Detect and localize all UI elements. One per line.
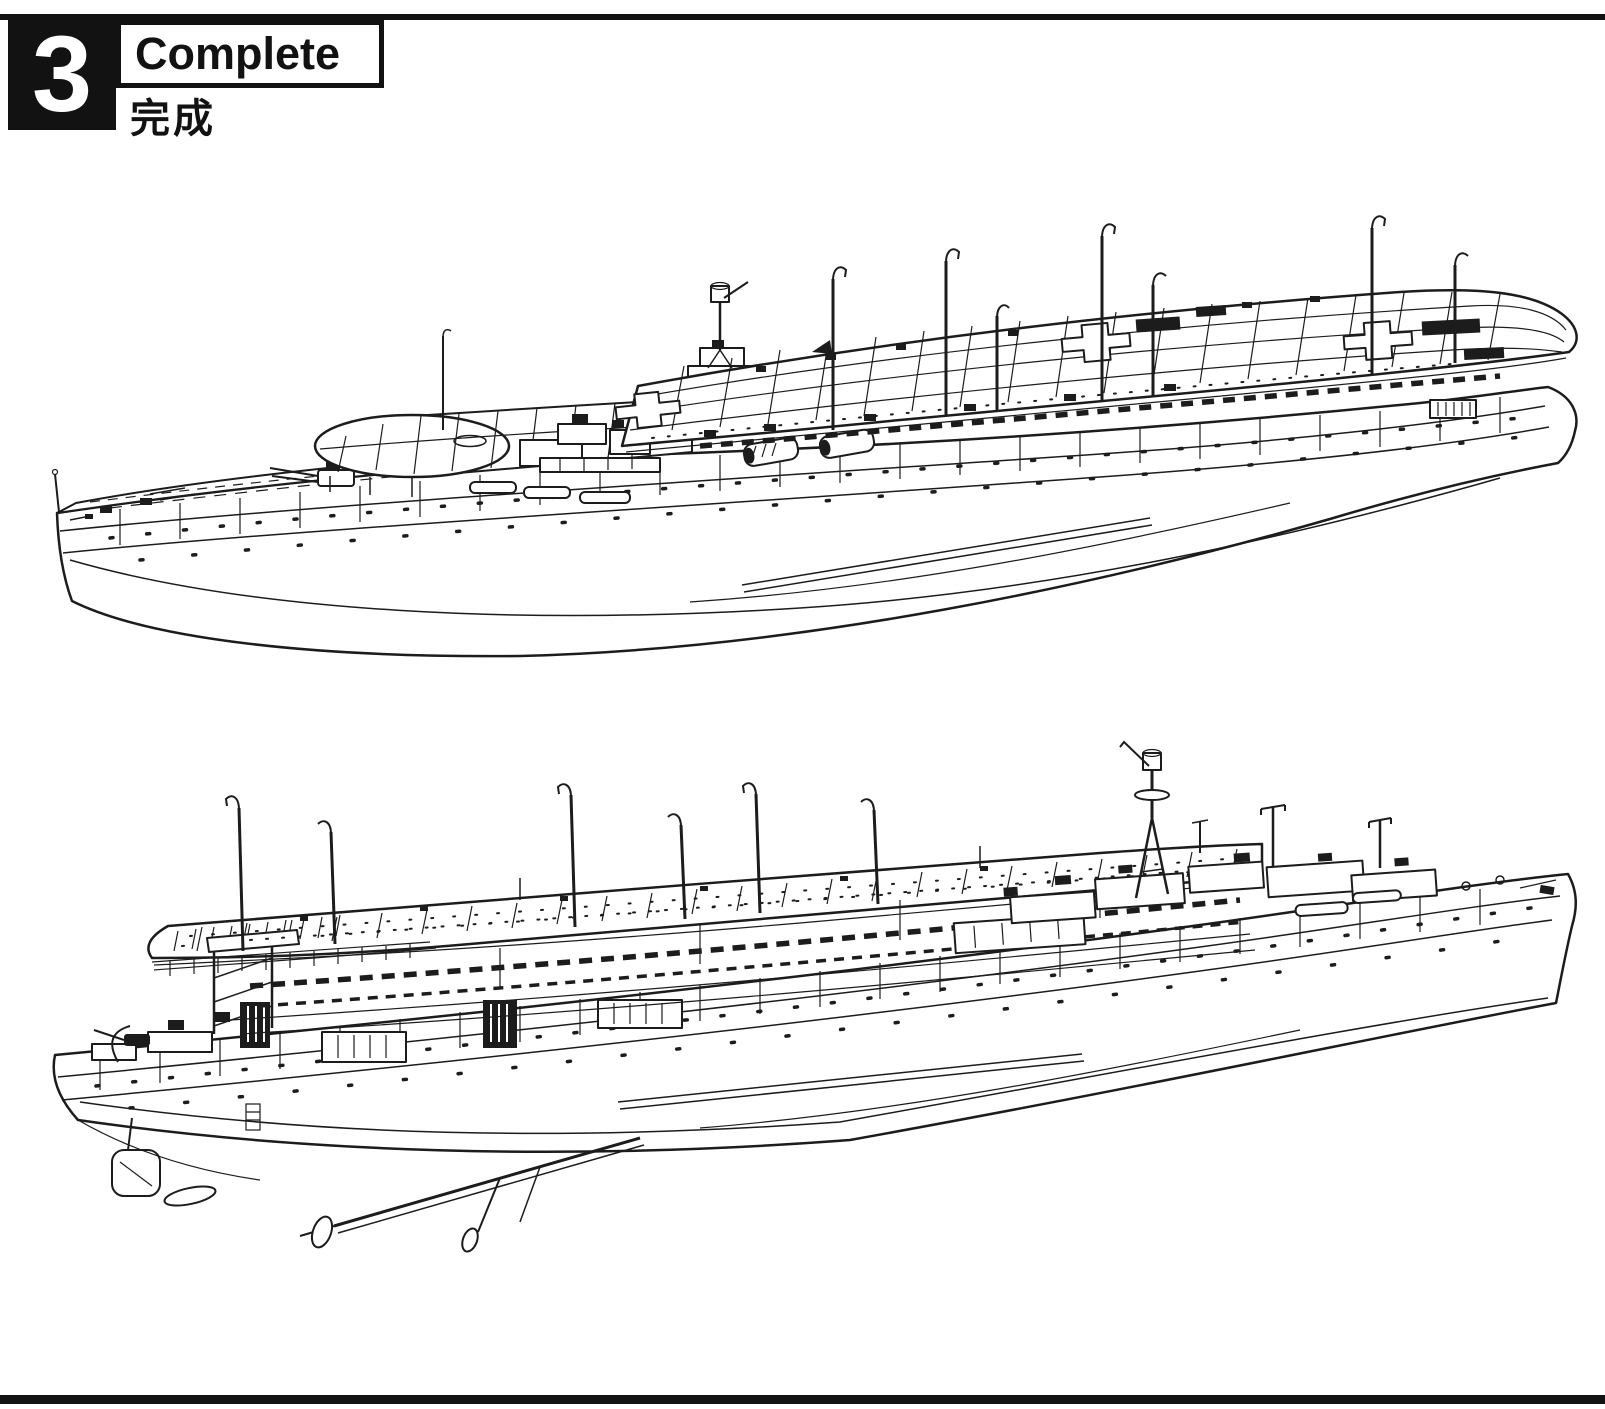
bottom-rule bbox=[0, 1395, 1605, 1404]
beacon-tower bbox=[707, 281, 749, 369]
hull-plate-ticks bbox=[119, 397, 1501, 545]
porthole-row-2 bbox=[128, 932, 1542, 1110]
mast-hooks bbox=[224, 782, 875, 835]
funnel bbox=[742, 436, 800, 467]
stern-gear bbox=[77, 1117, 645, 1253]
ships-boat bbox=[523, 486, 571, 499]
turntable-ring bbox=[453, 434, 487, 448]
top-rule bbox=[0, 14, 1605, 20]
louver-windows bbox=[597, 999, 683, 1029]
propeller bbox=[461, 1227, 479, 1253]
step-title-zh: 完成 bbox=[130, 97, 216, 141]
hull-bottom-view bbox=[52, 872, 1577, 1154]
elevator-cross-2 bbox=[1060, 321, 1132, 364]
deck-supports bbox=[151, 941, 683, 1063]
deck-marking bbox=[206, 929, 300, 953]
signal-poles bbox=[1191, 804, 1392, 868]
davit bbox=[111, 1025, 131, 1063]
propeller bbox=[310, 1215, 334, 1249]
step-number-badge: 3 bbox=[8, 18, 116, 130]
propeller-shaft bbox=[333, 1136, 641, 1228]
bow-jackstaff bbox=[54, 473, 60, 513]
carrier-view-top bbox=[51, 215, 1578, 658]
deck-planks-longitudinal bbox=[645, 304, 1567, 397]
radio-masts-bottom-view bbox=[224, 782, 981, 952]
hull-top-view bbox=[55, 385, 1578, 658]
aft-louver-panel bbox=[1429, 399, 1477, 419]
louver-windows bbox=[321, 1031, 407, 1063]
bilge-keel bbox=[741, 517, 1153, 593]
ships-boat bbox=[579, 491, 631, 504]
deck-opening bbox=[1463, 346, 1505, 361]
step-title-box: Complete bbox=[116, 20, 384, 88]
rudder bbox=[111, 1149, 161, 1197]
elevator-cross-3 bbox=[1342, 320, 1414, 361]
porthole-row-1 bbox=[94, 904, 1547, 1088]
waterline bbox=[69, 477, 1501, 617]
bilge-keel bbox=[617, 1053, 1085, 1110]
step-number: 3 bbox=[31, 13, 93, 134]
shaft-fairing bbox=[163, 1185, 217, 1207]
hull-outline bbox=[52, 872, 1577, 1154]
gun-barrels bbox=[269, 467, 319, 483]
boat-crane bbox=[812, 340, 832, 354]
deck-opening bbox=[1421, 318, 1481, 336]
aft-gun bbox=[124, 1034, 150, 1046]
deck-side-galleries bbox=[651, 363, 1501, 449]
bow-fittings bbox=[1461, 875, 1557, 896]
hull-strake-2 bbox=[62, 426, 1550, 554]
hull-strake-1 bbox=[59, 405, 1546, 532]
waterline bbox=[79, 997, 1549, 1135]
mast-hooks bbox=[832, 215, 1469, 319]
step-title-en: Complete bbox=[135, 28, 341, 79]
gun-turret bbox=[317, 469, 355, 487]
upper-flight-deck bbox=[614, 288, 1578, 453]
deck-opening bbox=[1195, 304, 1227, 318]
radio-masts-top-view bbox=[442, 215, 1469, 430]
ships-boat bbox=[1351, 889, 1402, 905]
deck-opening bbox=[1135, 316, 1181, 333]
hull-strake-2 bbox=[61, 919, 1553, 1101]
ships-boat bbox=[1294, 901, 1349, 918]
porthole-row-2 bbox=[138, 434, 1532, 562]
tripod-tower bbox=[1119, 740, 1170, 899]
elevator-cross-1 bbox=[614, 390, 682, 430]
ships-boat bbox=[469, 481, 517, 494]
stern-deck-fittings bbox=[91, 1012, 261, 1131]
carrier-view-bottom bbox=[52, 740, 1577, 1253]
superstructure-bottom-view bbox=[952, 852, 1438, 955]
